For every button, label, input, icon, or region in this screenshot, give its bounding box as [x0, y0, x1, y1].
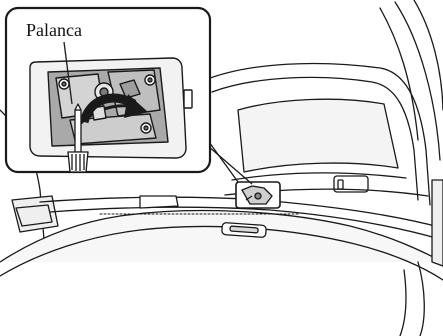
lever-location-marker: [236, 182, 280, 208]
lever-label: Palanca: [26, 20, 82, 40]
callout-inset: Palanca: [6, 8, 210, 172]
inset-lever-detail: [30, 58, 192, 158]
